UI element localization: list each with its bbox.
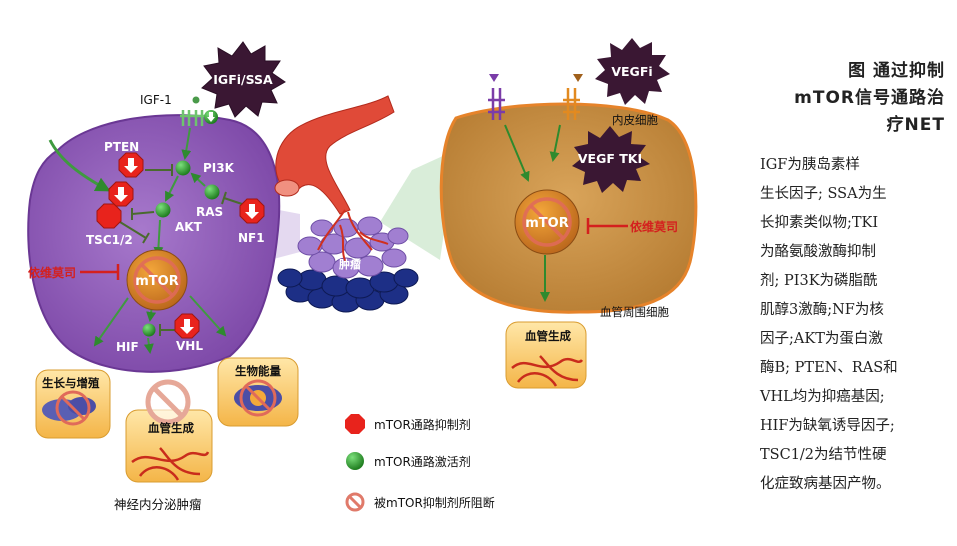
caption-body-line: HIF为缺氧诱导因子; [760,418,895,434]
receptor-to-pi3k-arrow [181,127,192,160]
vegfr2-to-mtor-arrow [549,124,561,162]
vegfi-badge [595,38,670,105]
caption-body-line: 因子;AKT为蛋白激 [760,331,883,347]
tumor-label: 肿瘤 [339,257,361,271]
pi3k-label: PI3K [203,161,235,175]
vegfi-label: VEGFi [611,64,652,79]
vegf-receptor-purple [488,88,505,120]
right-mtor-blocked-icon [522,197,572,247]
igf1-ligand [192,96,200,104]
tsc12-label: TSC1/2 [86,233,133,247]
igf1-label: IGF-1 [140,93,172,107]
mtor-pathway-diagram: IGFi/SSA VEGFi VEGF TKI IGF-1 PTEN TSC1/… [27,38,698,512]
vegf-tki-badge [572,126,650,193]
akt-label: AKT [175,220,203,234]
vegf-receptor-orange [563,88,580,120]
pi3k-to-akt-arrow [165,175,179,202]
nf1-inhibitor-icon [239,198,265,224]
vessel-opening [274,179,300,197]
caption-body-line: 酶B; PTEN、RAS和 [760,360,898,376]
caption-body-line: VHL均为抑癌基因; [760,389,885,405]
left-mtor-blocked-icon [133,256,181,304]
caption-title: 图 通过抑制 mTOR信号通路治 疗NET [760,58,945,139]
legend-activator-icon [346,452,364,470]
legend-inhibitor-text: mTOR通路抑制剂 [374,417,471,432]
pten-inhibitor-icon [118,152,144,178]
pi3k-node [175,160,191,176]
pericyte-label: 血管周围细胞 [600,305,669,319]
caption-title-line: 疗NET [886,115,945,135]
caption-title-line: mTOR信号通路治 [794,88,945,108]
right-everolimus-label: 依维莫司 [630,219,678,234]
right-angiogenesis-box [505,321,587,389]
angiogenesis-outcome-box [125,409,213,483]
figure-caption: 图 通过抑制 mTOR信号通路治 疗NET IGF为胰岛素样 生长因子; SSA… [760,58,945,499]
growth-label: 生长与增殖 [42,376,100,390]
legend-blocked-icon [345,492,365,512]
caption-body-line: 生长因子; SSA为生 [760,186,887,202]
growth-outcome-box [35,369,111,439]
caption-body-line: 肌醇3激酶;NF为核 [760,302,884,318]
tsc-down-icon [108,181,134,207]
tumor-mass [277,216,419,313]
endothelial-label: 内皮细胞 [612,113,658,127]
vegfr1-to-mtor-arrow [504,124,530,182]
nf1-label: NF1 [238,231,265,245]
hif-to-angio-arrow [143,337,154,354]
inflow-arrow [48,139,111,192]
akt-inhibits-tsc [131,208,155,220]
pten-inhibits-pi3k [145,164,173,176]
legend-blocked-text: 被mTOR抑制剂所阻断 [374,495,495,510]
igfi-ssa-label: IGFi/SSA [213,72,273,87]
angiogenesis-label: 血管生成 [148,421,194,435]
igfi-ssa-badge [201,41,286,118]
tsc-inhibits-mtor [119,221,150,244]
pten-label: PTEN [104,140,139,154]
caption-body: IGF为胰岛素样 生长因子; SSA为生 长抑素类似物;TKI 为酪氨酸激酶抑制… [760,151,945,499]
legend-inhibitor-icon [345,414,365,434]
caption-body-line: TSC1/2为结节性硬 [760,447,887,463]
ras-to-pi3k-arrow [190,172,206,187]
vhl-inhibitor-icon [174,313,200,339]
angiogenesis-blocked-icon [145,379,191,425]
caption-title-line: 图 通过抑制 [848,61,945,81]
left-everolimus-label: 依维莫司 [28,265,76,280]
ras-label: RAS [196,205,223,219]
right-angiogenesis-label: 血管生成 [525,329,571,343]
hif-label: HIF [116,340,139,354]
left-everolimus-inhibit-line [80,264,120,280]
caption-body-line: 化症致病基因产物。 [760,476,891,492]
left-mtor-label: mTOR [135,274,178,289]
right-mtor-label: mTOR [525,216,568,231]
akt-to-mtor-arrow [153,219,164,257]
caption-body-line: 长抑素类似物;TKI [760,215,879,231]
ras-node [204,184,220,200]
mtor-to-energy-arrow [189,295,227,337]
mtor-to-growth-arrow [93,297,129,347]
vhl-label: VHL [176,339,203,353]
igf-receptor [180,110,205,126]
energy-label: 生物能量 [235,364,281,378]
right-everolimus-inhibit-line [586,218,628,234]
tumor-capillaries [317,209,389,263]
vegf-ligand-orange [573,74,583,82]
caption-body-line: IGF为胰岛素样 [760,157,860,173]
hif-node [142,323,156,337]
vegf-ligand-purple [489,74,499,82]
legend-activator-text: mTOR通路激活剂 [374,454,471,469]
tsc-inhibitor-octagon [96,203,122,229]
energy-outcome-box [217,357,299,427]
akt-node [155,202,171,218]
vegf-tki-label: VEGF TKI [578,151,642,166]
caption-body-line: 为酪氨酸激酶抑制 [760,244,876,260]
caption-body-line: 剂; PI3K为磷脂酰 [760,273,878,289]
net-bottom-label: 神经内分泌肿瘤 [114,497,202,512]
blood-vessel [275,95,395,215]
